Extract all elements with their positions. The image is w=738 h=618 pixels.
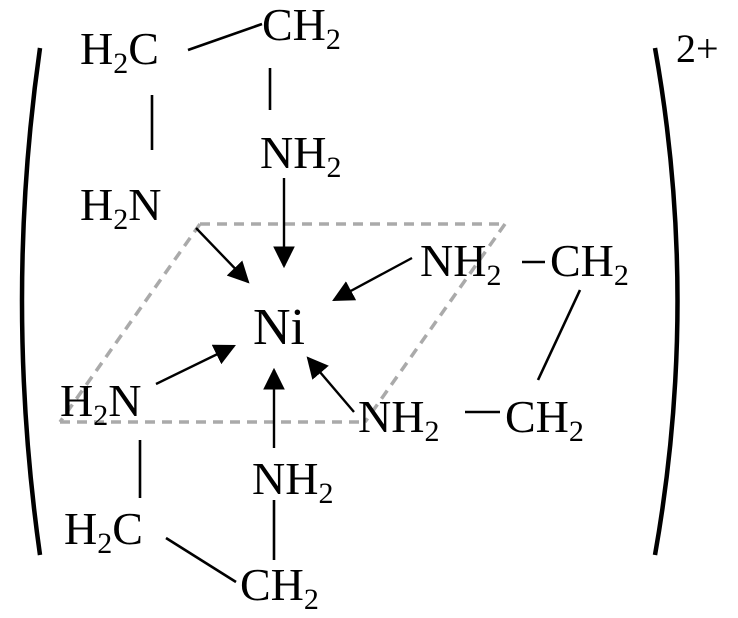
ligand3-carbon2: CH2: [240, 559, 319, 616]
ligand1-carbon1: H2C: [80, 23, 159, 80]
coordinate-bonds: [155, 178, 413, 448]
ligand1-nitrogen1: NH2: [260, 127, 341, 184]
ligand2-nitrogen1: NH2: [420, 235, 501, 292]
ligand1-carbon2: CH2: [262, 0, 341, 56]
left-bracket: [19, 47, 43, 556]
ligand-bonds: [138, 22, 582, 584]
ligand1-nitrogen2: H2N: [80, 179, 161, 236]
right-bracket: [652, 47, 680, 556]
ligand2-carbon1: CH2: [550, 235, 629, 292]
ligand2-nitrogen2: NH2: [358, 391, 439, 448]
charge-label: 2+: [676, 26, 719, 71]
coordination-plane: [58, 222, 507, 424]
metal-ni: Ni: [253, 299, 305, 356]
ligand2-carbon2: CH2: [505, 391, 584, 448]
ligand3-nitrogen1: H2N: [60, 375, 141, 432]
ligand3-carbon1: H2C: [64, 503, 143, 560]
ligand3-nitrogen2: NH2: [252, 453, 333, 510]
